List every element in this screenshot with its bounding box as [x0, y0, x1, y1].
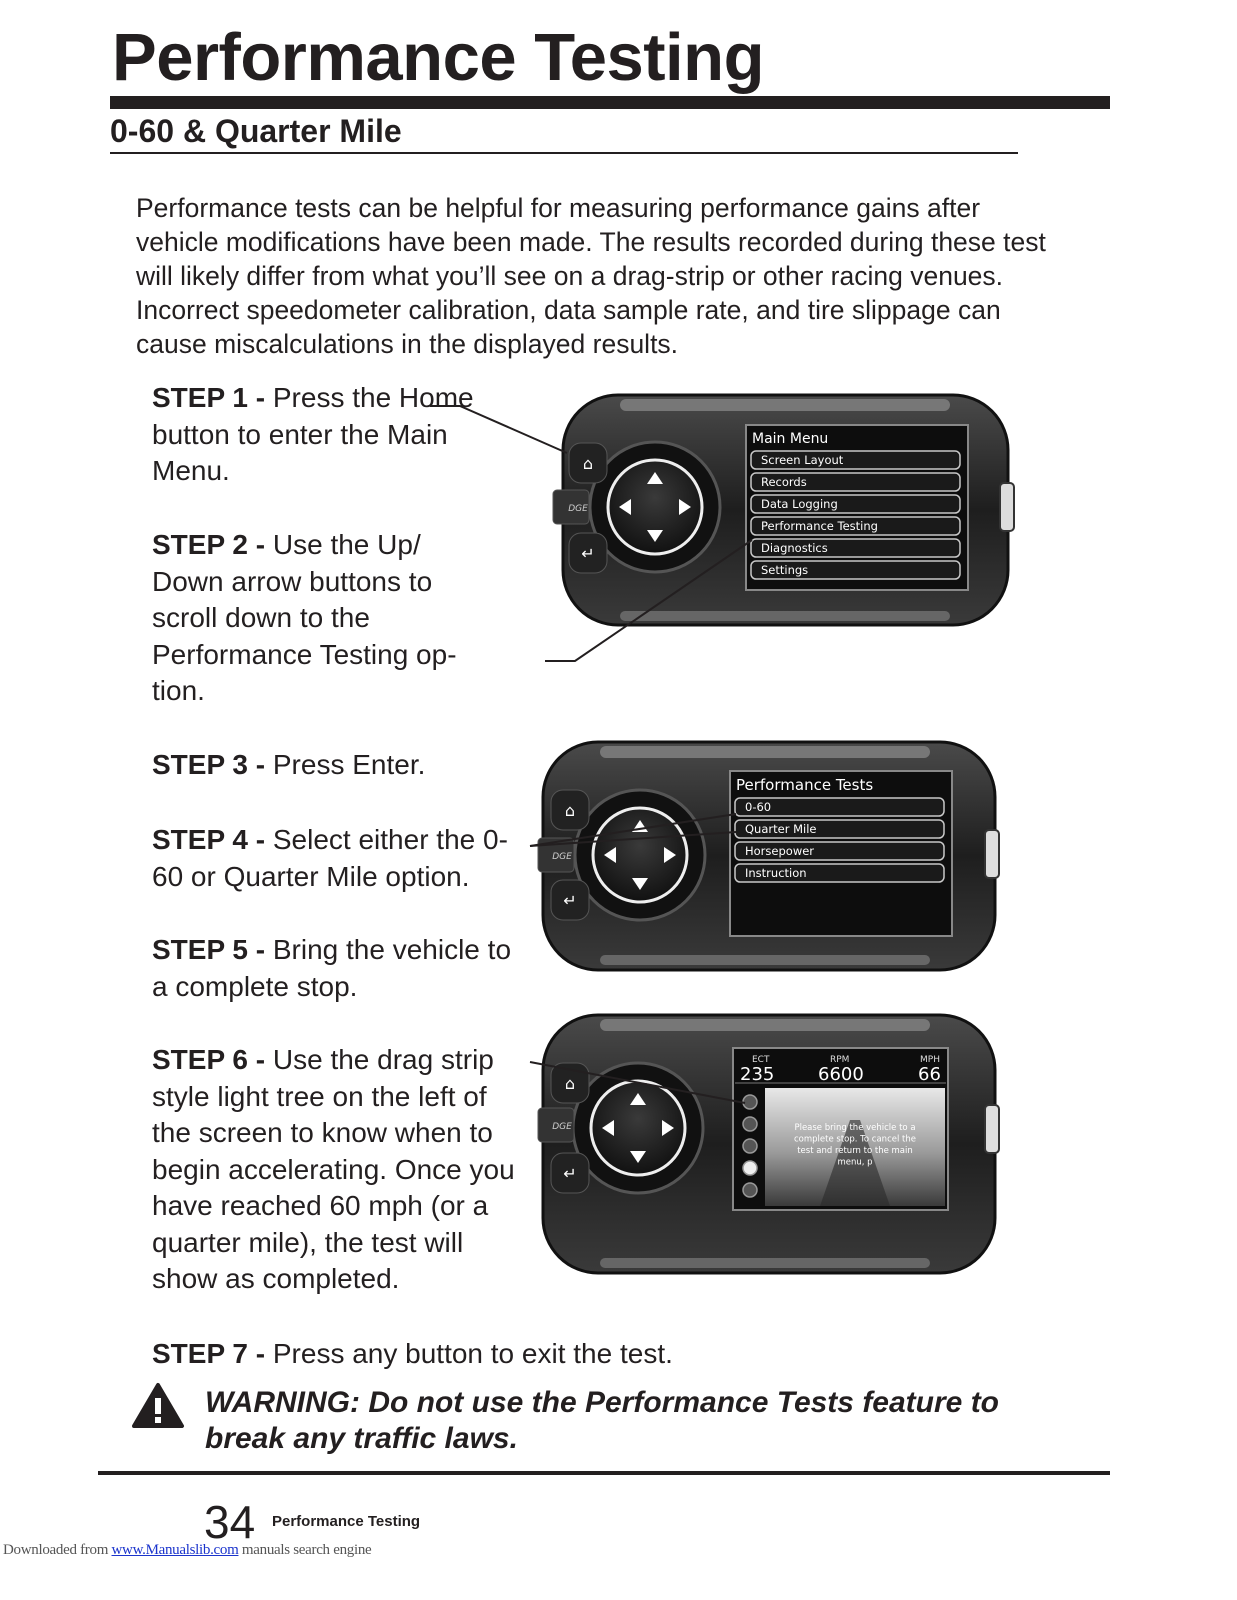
device-2-screen-title: Performance Tests: [736, 776, 873, 794]
device-1-menu-item-label: Diagnostics: [761, 541, 828, 555]
device-1-menu-item-label: Records: [761, 475, 807, 489]
svg-text:⌂: ⌂: [583, 454, 593, 473]
device-1-menu-item-label: Screen Layout: [761, 453, 844, 467]
step-2-text: Use the Up/ Down arrow buttons to scroll…: [152, 529, 457, 706]
title-rule: [110, 96, 1110, 109]
device-1-menu-item[interactable]: [750, 538, 961, 558]
svg-text:↵: ↵: [581, 544, 594, 563]
step-2: STEP 2 - Use the Up/ Down arrow buttons …: [152, 527, 497, 710]
step-1-callout-line: [430, 405, 568, 454]
step-4: STEP 4 - Select either the 0-60 or Quart…: [152, 822, 537, 895]
step-4-callout-line-b: [529, 831, 737, 847]
light-tree: [742, 1094, 758, 1198]
step-6-label: STEP 6 -: [152, 1044, 266, 1075]
gauge-label: ECT: [752, 1055, 770, 1065]
warning-text: WARNING: Do not use the Performance Test…: [205, 1386, 1000, 1455]
device-1-menu-item[interactable]: [750, 472, 961, 492]
download-prefix: Downloaded from: [3, 1542, 112, 1558]
light-tree-lamp: [742, 1160, 758, 1176]
step-3-label: STEP 3 -: [152, 749, 266, 780]
device-1-menu-item-label: Settings: [761, 563, 808, 577]
light-tree-lamp: [742, 1116, 758, 1132]
gauge-label: RPM: [830, 1055, 849, 1065]
step-6-text: Use the drag strip style light tree on t…: [152, 1044, 515, 1294]
step-2-callout-line: [545, 539, 753, 662]
step-3: STEP 3 - Press Enter.: [152, 747, 532, 784]
gauge-value: 6600: [818, 1064, 864, 1085]
device-2-menu-item[interactable]: [734, 841, 945, 861]
step-4-callout-line-a: [529, 813, 737, 847]
device-2-menu-item-label: 0-60: [745, 800, 771, 814]
device-2-menu-item-label: Quarter Mile: [745, 822, 816, 836]
warning-icon: [132, 1383, 184, 1428]
step-1: STEP 1 - Press the Home button to enter …: [152, 380, 512, 490]
step-6: STEP 6 - Use the drag strip style light …: [152, 1042, 532, 1298]
device-1-logo: DGE: [568, 504, 588, 514]
step-7-text: Press any button to exit the test.: [272, 1338, 673, 1369]
step-4-label: STEP 4 -: [152, 824, 266, 855]
gauge-value: 66: [918, 1064, 941, 1085]
step-2-label: STEP 2 -: [152, 529, 266, 560]
footer-section: Performance Testing: [272, 1513, 421, 1530]
subtitle-rule: [110, 152, 1018, 154]
device-1-menu-item-label: Performance Testing: [761, 519, 878, 533]
intro-paragraph: Performance tests can be helpful for mea…: [136, 193, 1046, 359]
light-tree-lamp: [742, 1182, 758, 1198]
step-6-callout-line: [529, 1061, 746, 1104]
step-1-text: Press the Home button to enter the Main …: [152, 382, 474, 486]
step-7-label: STEP 7 -: [152, 1338, 266, 1369]
light-tree-lamp: [742, 1138, 758, 1154]
device-1-menu-item[interactable]: [750, 516, 961, 536]
page-title: Performance Testing: [112, 20, 765, 95]
download-suffix: manuals search engine: [238, 1542, 372, 1558]
gauge-label: MPH: [920, 1055, 940, 1065]
step-3-text: Press Enter.: [272, 749, 426, 780]
step-5: STEP 5 - Bring the vehicle to a complete…: [152, 932, 522, 1005]
step-4-text: Select either the 0-60 or Quarter Mile o…: [152, 824, 508, 892]
step-5-text: Bring the vehicle to a complete stop.: [152, 934, 512, 1002]
device-1-menu-item[interactable]: [750, 450, 961, 470]
gauge-value: 235: [740, 1064, 774, 1085]
device-2-menu-item[interactable]: [734, 819, 945, 839]
device-1-menu-item[interactable]: [750, 560, 961, 580]
footer-rule: [98, 1471, 1110, 1475]
svg-text:⌂: ⌂: [565, 801, 575, 820]
device-2-menu-item[interactable]: [734, 863, 945, 883]
manualslib-link[interactable]: www.Manualslib.com: [111, 1542, 239, 1558]
device-2-menu-item[interactable]: [734, 797, 945, 817]
section-subtitle: 0-60 & Quarter Mile: [110, 113, 402, 149]
device-2-menu-item-label: Instruction: [745, 866, 807, 880]
step-1-label: STEP 1 -: [152, 382, 266, 413]
device-1: ⌂ ↵ DGE Main Menu Screen LayoutRecordsDa…: [552, 393, 1015, 627]
svg-text:↵: ↵: [563, 1164, 576, 1183]
svg-text:↵: ↵: [563, 891, 576, 910]
step-5-label: STEP 5 -: [152, 934, 266, 965]
download-notice: Downloaded from www.Manualslib.com manua…: [3, 1542, 372, 1559]
step-7: STEP 7 - Press any button to exit the te…: [152, 1336, 852, 1373]
page-number: 34: [204, 1496, 256, 1548]
device-2-menu-item-label: Horsepower: [745, 844, 814, 858]
light-tree-lamp: [742, 1094, 758, 1110]
device-2-logo: DGE: [552, 852, 572, 862]
device-1-screen-title: Main Menu: [752, 431, 828, 447]
device-1-menu-item[interactable]: [750, 494, 961, 514]
device-1-menu-item-label: Data Logging: [761, 497, 838, 511]
device-3-logo: DGE: [552, 1122, 572, 1132]
svg-text:⌂: ⌂: [565, 1074, 575, 1093]
